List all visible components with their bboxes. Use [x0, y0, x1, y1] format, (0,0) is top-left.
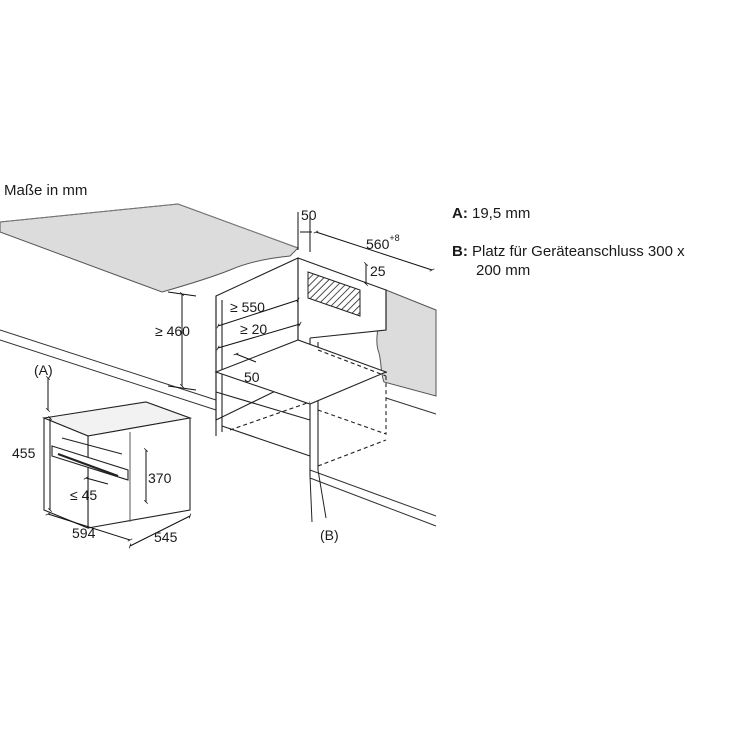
dim-front-offset: 50 [244, 369, 260, 385]
dim-width-main-value: 560 [366, 236, 390, 252]
dim-oven-height-total: 455 [12, 445, 36, 461]
countertop [0, 203, 299, 293]
legend-key-a: A: [452, 205, 468, 222]
legend-key-b: B: [452, 243, 468, 260]
connection-space-b [309, 469, 327, 523]
oven [41, 401, 193, 529]
legend-text-a: 19,5 mm [472, 205, 531, 222]
vent-opening [307, 271, 361, 317]
dim-vent-depth: 25 [370, 263, 386, 279]
dim-oven-front-gap: ≤ 45 [70, 487, 98, 503]
marker-a: (A) [34, 362, 53, 378]
niche-dimension-lines [167, 212, 435, 391]
legend-item-a: A: 19,5 mm [452, 205, 530, 222]
dim-oven-height-inner: 370 [148, 470, 172, 486]
dim-height-min: ≥ 460 [155, 323, 190, 339]
dim-width-main: 560+8 [366, 234, 400, 252]
legend-text-b-line1: Platz für Geräteanschluss 300 x [472, 243, 685, 260]
legend-text-b-line2: 200 mm [476, 262, 531, 279]
marker-b: (B) [320, 527, 339, 543]
dim-depth-min: ≥ 550 [230, 299, 265, 315]
dim-rear-gap-min: ≥ 20 [240, 321, 268, 337]
dim-oven-width: 594 [72, 525, 96, 541]
dim-oven-depth: 545 [154, 529, 178, 545]
legend-item-b: B: Platz für Geräteanschluss 300 x [452, 243, 685, 260]
dim-top-gap: 50 [301, 207, 317, 223]
units-caption: Maße in mm [4, 182, 88, 199]
oven-dimension-lines [45, 375, 192, 549]
dim-width-tolerance: +8 [389, 233, 400, 243]
wall-lines [0, 329, 437, 527]
